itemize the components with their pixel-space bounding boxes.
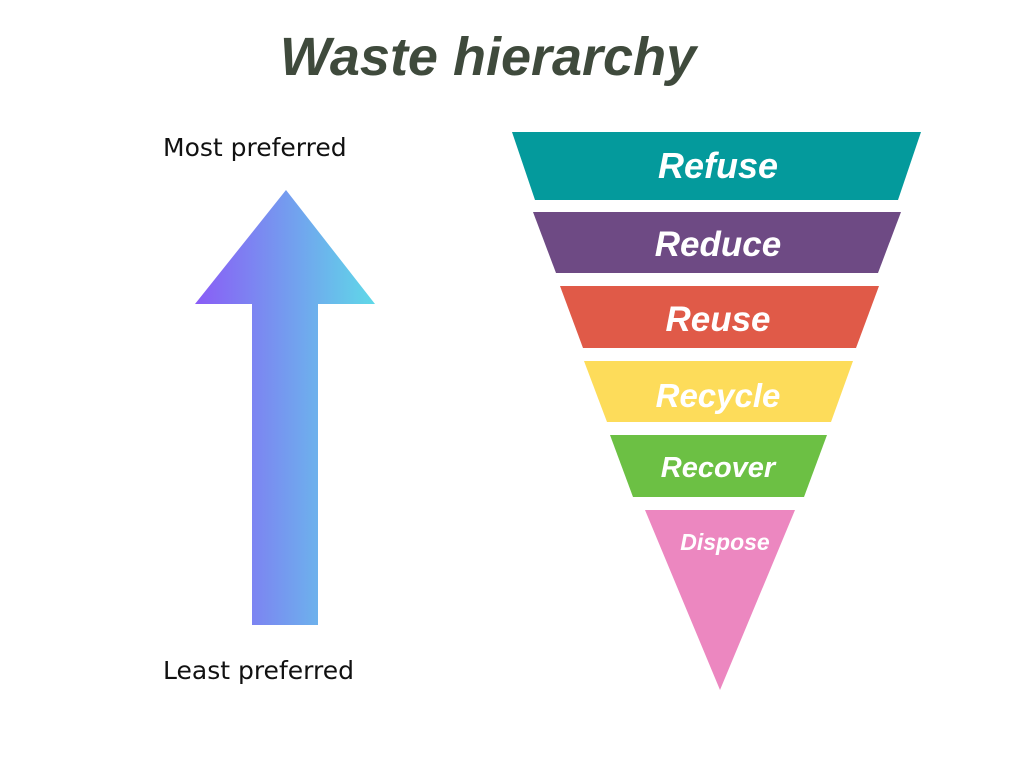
least-preferred-label: Least preferred [163,656,354,685]
most-preferred-label: Most preferred [163,133,347,162]
level-reuse-band [560,286,879,348]
level-reduce-label: Reduce [655,225,781,264]
level-refuse-band [512,132,921,200]
level-refuse-label: Refuse [658,145,778,186]
level-reduce-band [533,212,901,273]
level-dispose-label: Dispose [680,529,770,555]
level-recycle-band [584,361,853,422]
level-recover-label: Recover [661,452,777,484]
level-recover-band [610,435,827,497]
level-reuse-label: Reuse [665,300,770,339]
level-recycle-label: Recycle [656,377,781,414]
level-dispose-band [645,510,795,690]
up-arrow-icon [195,190,375,625]
diagram-title: Waste hierarchy [279,27,697,87]
